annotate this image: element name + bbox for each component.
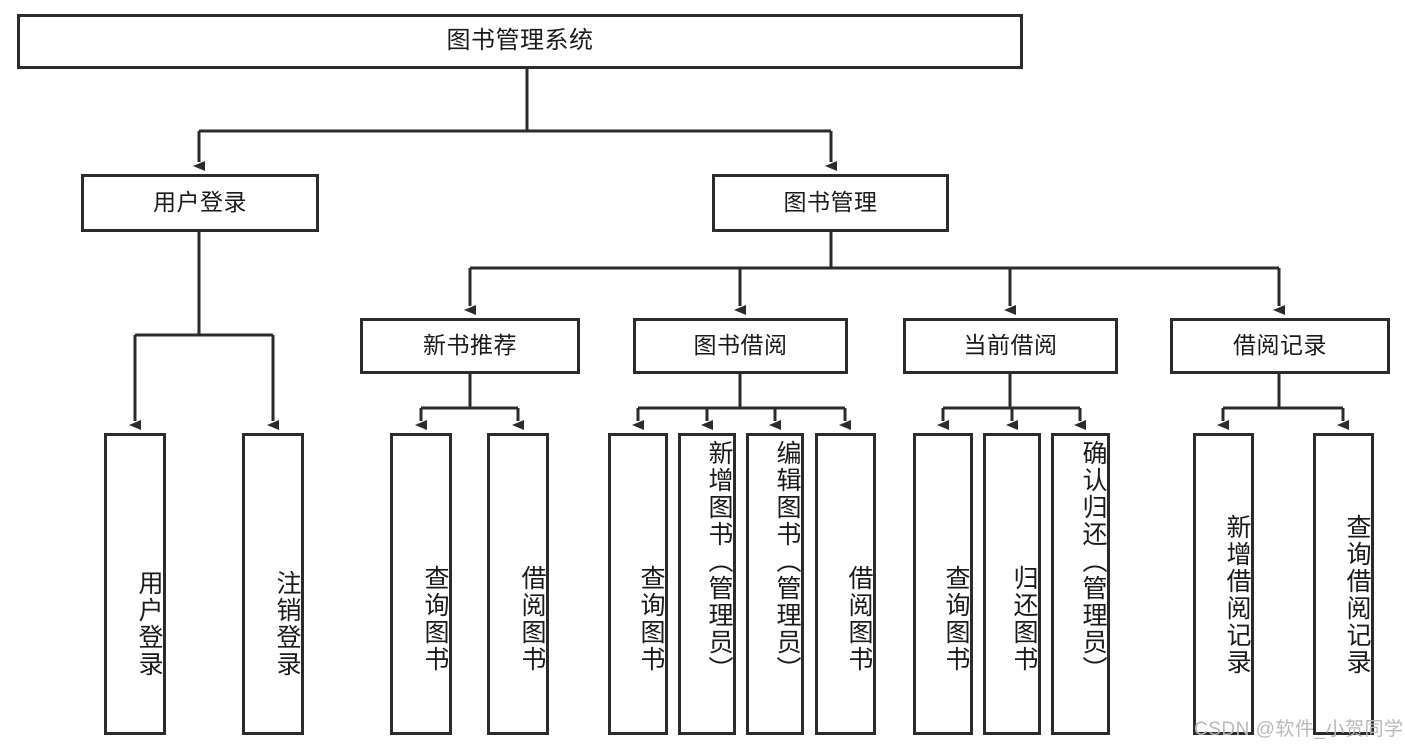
node-book-borrow-label: 图书借阅 (693, 332, 788, 359)
node-leaf-borrow-book-rec-label: 借阅图书 (518, 565, 546, 673)
node-borrow-record[interactable]: 借阅记录 (1170, 318, 1390, 374)
node-leaf-add-book[interactable]: 新增图书（管理员） (678, 433, 736, 735)
node-leaf-query-record[interactable]: 查询借阅记录 (1313, 433, 1374, 735)
node-leaf-confirm-return[interactable]: 确认归还（管理员） (1051, 433, 1110, 735)
node-leaf-edit-book[interactable]: 编辑图书（管理员） (746, 433, 804, 735)
node-leaf-borrow-book[interactable]: 借阅图书 (815, 433, 876, 735)
node-leaf-borrow-book-label: 借阅图书 (845, 565, 873, 673)
node-leaf-add-book-label: 新增图书（管理员） (705, 440, 733, 683)
node-book-manage-label: 图书管理 (783, 189, 878, 216)
node-leaf-query-book-rec-label: 查询图书 (421, 565, 449, 673)
node-leaf-return-book-label: 归还图书 (1010, 565, 1038, 673)
node-root-label: 图书管理系统 (446, 27, 594, 55)
node-leaf-query-book-cur[interactable]: 查询图书 (913, 433, 973, 735)
node-user-login[interactable]: 用户登录 (81, 174, 319, 232)
node-leaf-query-book-borrow[interactable]: 查询图书 (608, 433, 668, 735)
node-new-book-rec-label: 新书推荐 (423, 332, 517, 359)
node-leaf-confirm-return-label: 确认归还（管理员） (1079, 440, 1107, 683)
node-leaf-query-book-borrow-label: 查询图书 (637, 565, 665, 673)
node-leaf-add-record-label: 新增借阅记录 (1223, 514, 1251, 676)
node-leaf-user-logout[interactable]: 注销登录 (242, 433, 304, 735)
node-leaf-query-book-rec[interactable]: 查询图书 (390, 433, 452, 735)
node-user-login-label: 用户登录 (153, 189, 247, 216)
node-leaf-borrow-book-rec[interactable]: 借阅图书 (487, 433, 549, 735)
node-leaf-return-book[interactable]: 归还图书 (983, 433, 1041, 735)
node-current-borrow[interactable]: 当前借阅 (903, 318, 1118, 374)
node-root[interactable]: 图书管理系统 (17, 14, 1023, 69)
node-book-borrow[interactable]: 图书借阅 (633, 318, 848, 374)
node-leaf-user-login-label: 用户登录 (135, 570, 163, 678)
node-borrow-record-label: 借阅记录 (1233, 332, 1327, 359)
node-new-book-rec[interactable]: 新书推荐 (360, 318, 580, 374)
node-current-borrow-label: 当前借阅 (963, 332, 1058, 359)
node-leaf-user-login[interactable]: 用户登录 (104, 433, 166, 735)
node-leaf-query-book-cur-label: 查询图书 (942, 565, 970, 673)
csdn-watermark: CSDN @软件_小贺同学 (1194, 719, 1404, 740)
node-leaf-query-record-label: 查询借阅记录 (1343, 514, 1371, 676)
node-leaf-user-logout-label: 注销登录 (273, 570, 301, 678)
node-leaf-add-record[interactable]: 新增借阅记录 (1193, 433, 1254, 735)
node-leaf-edit-book-label: 编辑图书（管理员） (773, 440, 801, 683)
node-book-manage[interactable]: 图书管理 (712, 174, 949, 232)
